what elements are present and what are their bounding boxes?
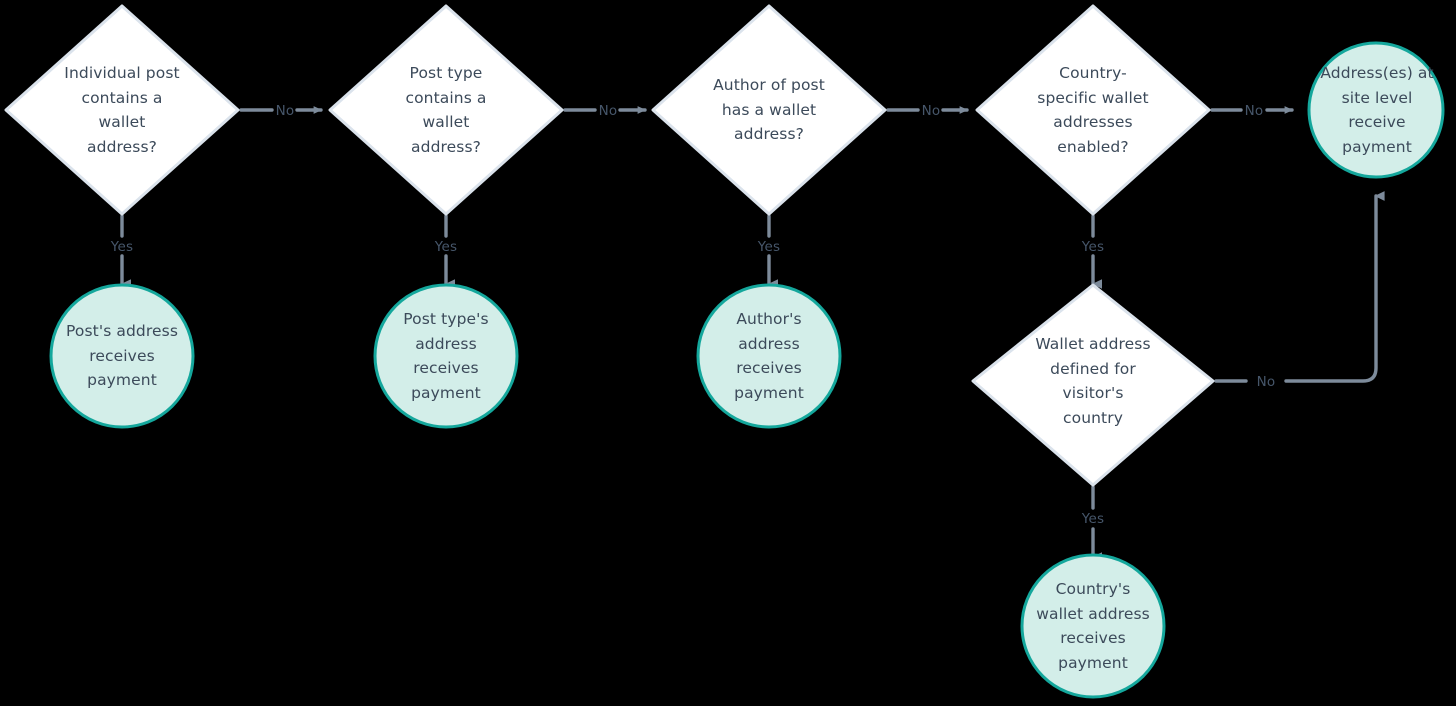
terminal-shapes <box>49 41 1445 699</box>
decision-shapes <box>4 4 1215 487</box>
terminal-node-r3[interactable] <box>698 285 840 427</box>
decision-node-q1 <box>4 4 240 216</box>
decision-node-q5 <box>971 283 1215 487</box>
terminal-node-r1 <box>49 283 195 429</box>
terminal-node-r1[interactable] <box>51 285 193 427</box>
decision-node-q2[interactable] <box>330 6 562 214</box>
terminal-node-r5 <box>1307 41 1445 179</box>
decision-node-q3[interactable] <box>653 6 885 214</box>
terminal-node-r2[interactable] <box>375 285 517 427</box>
decision-node-q3 <box>651 4 887 216</box>
connector-group <box>120 106 1385 562</box>
decision-node-q4 <box>975 4 1211 216</box>
decision-node-q4[interactable] <box>977 6 1209 214</box>
decision-node-q2 <box>328 4 564 216</box>
terminal-node-r3 <box>696 283 842 429</box>
decision-node-q5[interactable] <box>973 285 1213 485</box>
terminal-node-r2 <box>373 283 519 429</box>
decision-node-q1[interactable] <box>6 6 238 214</box>
connector-q5-r5-b <box>1284 191 1385 383</box>
terminal-node-r5[interactable] <box>1309 43 1443 177</box>
terminal-node-r4[interactable] <box>1022 555 1164 697</box>
terminal-node-r4 <box>1020 553 1166 699</box>
